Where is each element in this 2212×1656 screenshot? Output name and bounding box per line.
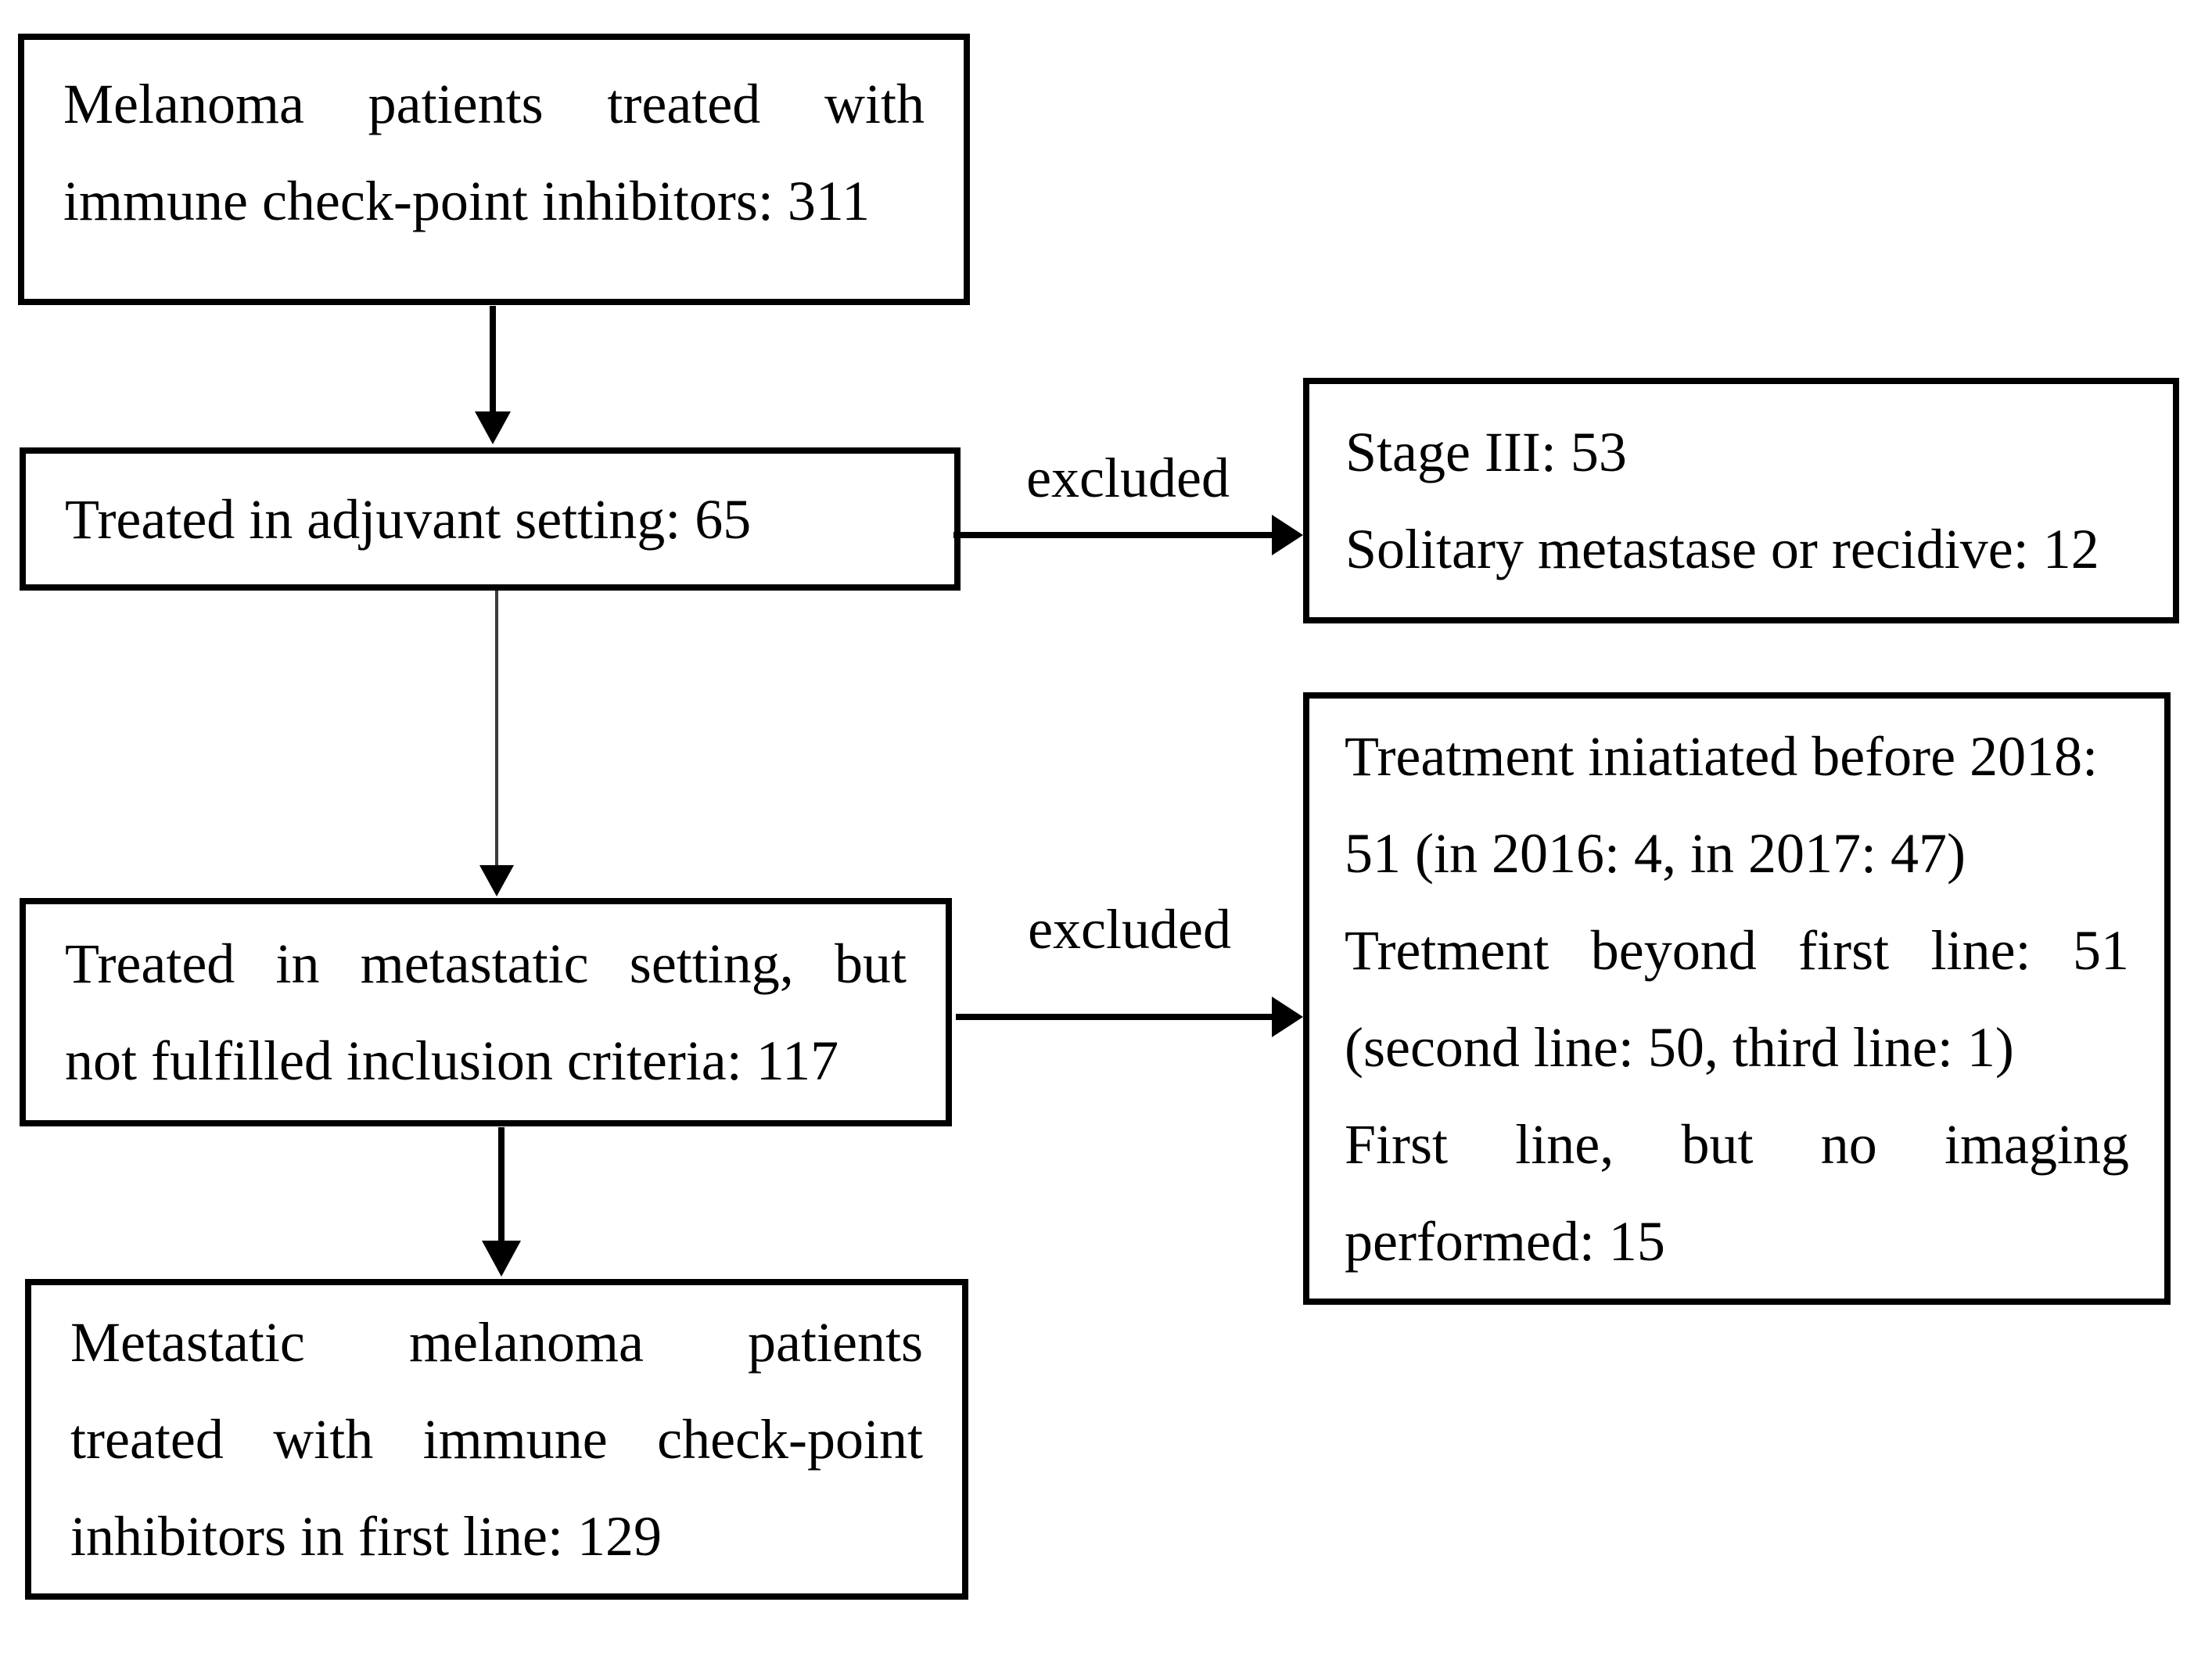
arrow-line (495, 591, 498, 868)
excluded-label-top: excluded (1026, 447, 1230, 509)
box-final-line3: inhibitors in first line: 129 (70, 1505, 662, 1568)
box-total-patients: Melanoma patients treated with immune ch… (18, 34, 970, 305)
excluded-adjuvant-line1: Stage III: 53 (1345, 421, 1627, 483)
box-total-patients-line1: Melanoma patients treated with (63, 73, 925, 135)
down-arrowhead-icon (479, 865, 514, 896)
box-metastatic-line1: Treated in metastatic setting, but (65, 932, 907, 995)
box-final-first-line-cohort: Metastatic melanoma patients treated wit… (25, 1279, 968, 1600)
box-final-line1: Metastatic melanoma patients (70, 1311, 923, 1374)
excluded-metastatic-line4: (second line: 50, third line: 1) (1345, 1015, 2014, 1079)
excluded-metastatic-line2: 51 (in 2016: 4, in 2017: 47) (1345, 821, 1966, 885)
box-final-line2: treated with immune check-point (70, 1408, 923, 1471)
box-excluded-adjuvant-reasons: Stage III: 53 Solitary metastase or reci… (1303, 378, 2179, 623)
box-metastatic-line2: not fulfilled inclusion criteria: 117 (65, 1029, 839, 1092)
excluded-metastatic-line5: First line, but no imaging (1345, 1112, 2129, 1176)
excluded-metastatic-line6: performed: 15 (1345, 1209, 1665, 1273)
box-excluded-metastatic-reasons: Treatment iniatiated before 2018: 51 (in… (1303, 692, 2171, 1305)
arrow-line (498, 1127, 505, 1242)
right-arrowhead-icon (1272, 515, 1303, 555)
right-arrowhead-icon (1272, 997, 1303, 1037)
excluded-metastatic-line3: Tretment beyond first line: 51 (1345, 918, 2129, 982)
excluded-label-bottom: excluded (1028, 898, 1231, 961)
box-total-patients-line2: immune check-point inhibitors: 311 (63, 170, 871, 232)
excluded-metastatic-line1: Treatment iniatiated before 2018: (1345, 724, 2099, 788)
excluded-adjuvant-line2: Solitary metastase or recidive: 12 (1345, 518, 2099, 580)
box-metastatic-not-fulfilled: Treated in metastatic setting, but not f… (20, 898, 952, 1126)
down-arrowhead-icon (482, 1241, 521, 1277)
arrow-line (490, 306, 496, 413)
box-adjuvant-setting: Treated in adjuvant setting: 65 (20, 447, 961, 591)
box-adjuvant-setting-line1: Treated in adjuvant setting: 65 (65, 487, 752, 551)
down-arrowhead-icon (475, 411, 511, 444)
arrow-line (953, 532, 1273, 538)
arrow-line (956, 1014, 1273, 1020)
